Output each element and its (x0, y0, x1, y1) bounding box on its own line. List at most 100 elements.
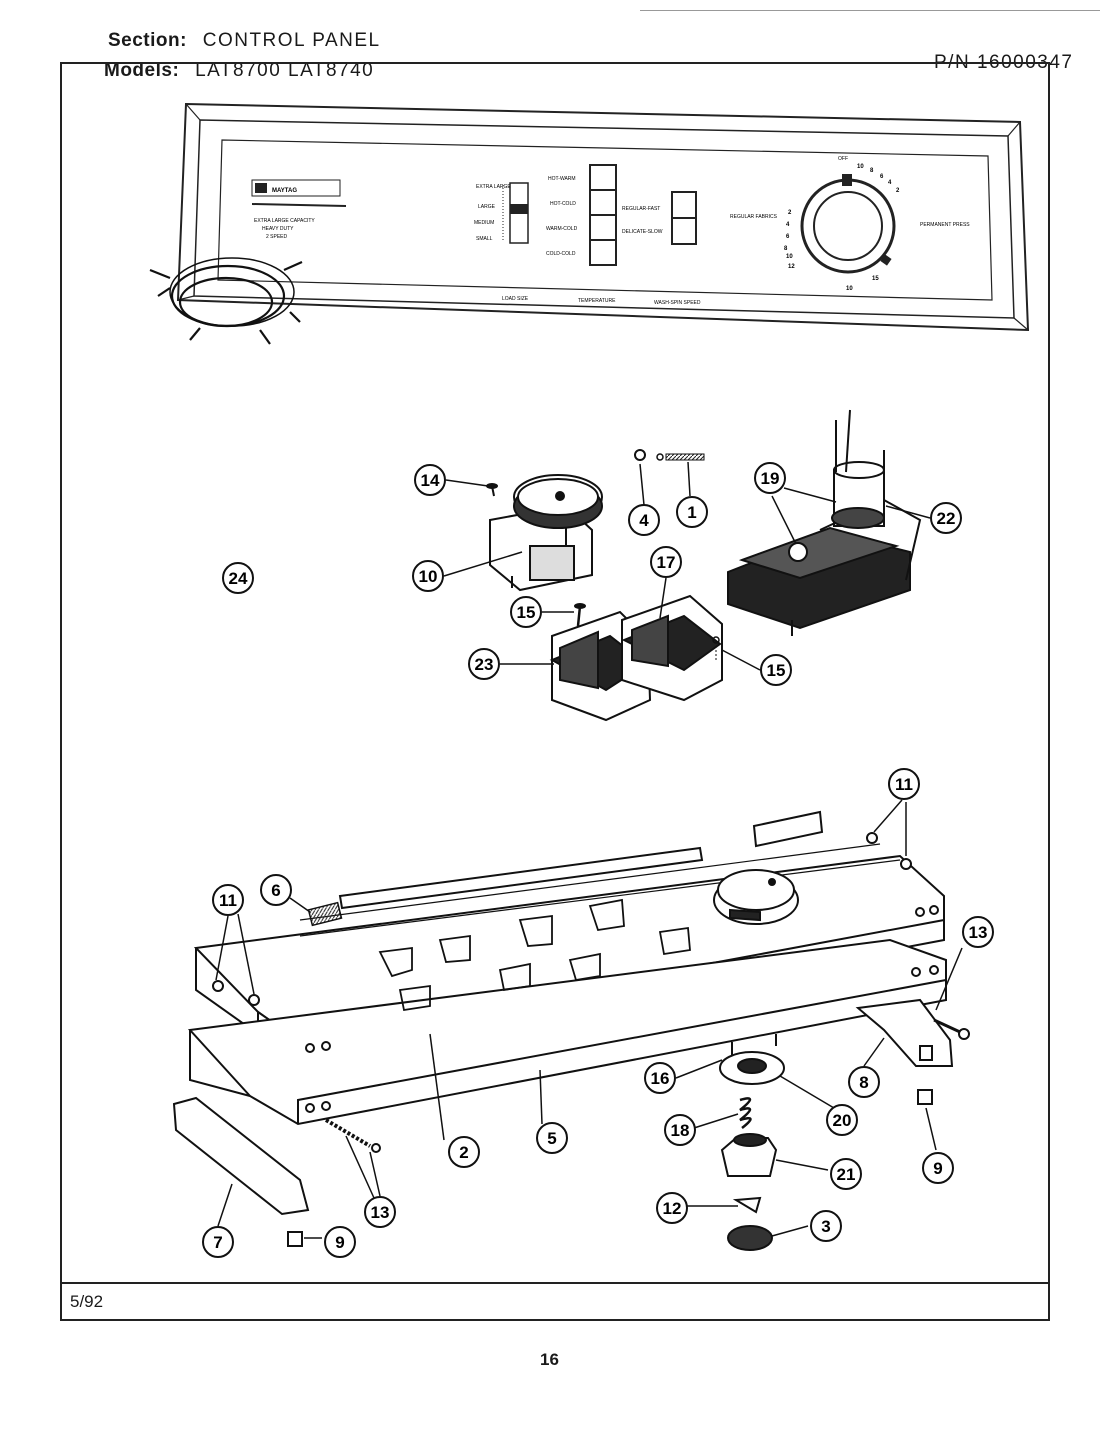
capacity-line-3: 2 SPEED (266, 234, 288, 240)
svg-text:15: 15 (872, 276, 879, 282)
part-7-bracket (172, 1096, 310, 1216)
clip-9-right (917, 1089, 933, 1105)
clip-9-left (287, 1231, 303, 1247)
svg-text:8: 8 (870, 168, 874, 174)
label-temperature: TEMPERATURE (578, 298, 616, 304)
callout-3: 3 (810, 1210, 842, 1242)
dial-mount (713, 869, 799, 925)
svg-text:9: 9 (933, 1159, 942, 1178)
footer-divider (62, 1282, 1048, 1284)
console-frame-part (187, 810, 947, 1126)
svg-text:6: 6 (271, 881, 280, 900)
callout-11a: 11 (212, 884, 244, 916)
callout-4: 4 (628, 504, 660, 536)
callout-14: 14 (414, 464, 446, 496)
frame-brackets (378, 898, 691, 1012)
top-rule (640, 10, 1100, 11)
svg-text:13: 13 (371, 1203, 390, 1222)
callout-18: 18 (664, 1114, 696, 1146)
svg-text:10: 10 (857, 164, 864, 170)
dial-off: OFF (838, 156, 848, 162)
callout-7: 7 (202, 1226, 234, 1258)
callout-5: 5 (536, 1122, 568, 1154)
svg-text:17: 17 (657, 553, 676, 572)
screw-part-15b (712, 636, 720, 660)
svg-text:15: 15 (767, 661, 786, 680)
callout-16: 16 (644, 1062, 676, 1094)
leader-lines (215, 461, 963, 1239)
callout-2: 2 (448, 1136, 480, 1168)
callout-11b: 11 (888, 768, 920, 800)
load-size-small: SMALL (476, 236, 493, 242)
button-bank-17 (621, 594, 723, 702)
callout-17: 17 (650, 546, 682, 578)
load-size-selector (502, 182, 529, 244)
svg-text:11: 11 (219, 891, 237, 910)
console-panel (176, 102, 1030, 332)
dial-numbers: 10 8 6 4 2 2 4 6 8 10 12 15 10 (784, 164, 900, 292)
dial-regular: REGULAR FABRICS (730, 214, 778, 220)
svg-text:16: 16 (651, 1069, 670, 1088)
timer-motor-part (489, 474, 603, 592)
dial-permanent-press: PERMANENT PRESS (920, 222, 970, 228)
screw-part-14 (486, 483, 498, 497)
svg-text:20: 20 (833, 1111, 852, 1130)
section-label: Section: (108, 30, 187, 51)
callout-9a: 9 (922, 1152, 954, 1184)
capacity-line-2: HEAVY DUTY (262, 226, 294, 232)
section-heading: Section: CONTROL PANEL (108, 30, 381, 52)
load-size-large: LARGE (478, 204, 496, 210)
svg-text:6: 6 (786, 234, 790, 240)
callout-15b: 15 (760, 654, 792, 686)
timer-dial (800, 174, 896, 274)
svg-text:2: 2 (459, 1143, 468, 1162)
speed-regular-fast: REGULAR-FAST (622, 206, 660, 212)
svg-text:4: 4 (888, 180, 892, 186)
svg-text:21: 21 (837, 1165, 856, 1184)
svg-text:9: 9 (335, 1233, 344, 1252)
svg-text:10: 10 (846, 286, 853, 292)
svg-text:2: 2 (896, 188, 900, 194)
temp-cold-cold: COLD-COLD (546, 251, 576, 257)
speed-buttons (671, 191, 697, 245)
temp-hot-warm: HOT-WARM (548, 176, 576, 182)
page-number: 16 (540, 1350, 559, 1369)
svg-text:2: 2 (788, 210, 792, 216)
svg-text:1: 1 (687, 503, 696, 522)
svg-text:12: 12 (788, 264, 795, 270)
knob-stack (719, 1034, 785, 1251)
load-size-medium: MEDIUM (474, 220, 494, 226)
callout-9b: 9 (324, 1226, 356, 1258)
models-value: LAT8700 LAT8740 (195, 60, 375, 81)
svg-text:12: 12 (663, 1199, 682, 1218)
callout-13b: 13 (364, 1196, 396, 1228)
models-label: Models: (104, 60, 180, 81)
callout-10: 10 (412, 560, 444, 592)
callout-23: 23 (468, 648, 500, 680)
svg-text:6: 6 (880, 174, 884, 180)
svg-text:7: 7 (213, 1233, 222, 1252)
svg-text:8: 8 (859, 1073, 868, 1092)
svg-text:19: 19 (761, 469, 780, 488)
switch-assembly-part (727, 409, 922, 636)
svg-text:15: 15 (517, 603, 536, 622)
callout-6: 6 (260, 874, 292, 906)
callout-15a: 15 (510, 596, 542, 628)
svg-text:11: 11 (895, 775, 913, 794)
part-13-screw-left (324, 1118, 381, 1153)
part-6-clip (307, 901, 343, 927)
callout-22: 22 (930, 502, 962, 534)
models-heading: Models: LAT8700 LAT8740 (104, 60, 374, 82)
svg-text:13: 13 (969, 923, 988, 942)
svg-text:3: 3 (821, 1217, 830, 1236)
svg-text:4: 4 (786, 222, 790, 228)
callout-20: 20 (826, 1104, 858, 1136)
screw-part-15a (574, 603, 586, 627)
load-size-xl: EXTRA LARGE (476, 184, 511, 190)
part-8-bracket (855, 998, 954, 1067)
speed-delicate-slow: DELICATE-SLOW (622, 229, 663, 235)
svg-text:22: 22 (937, 509, 956, 528)
svg-text:8: 8 (784, 246, 788, 252)
callout-1: 1 (676, 496, 708, 528)
fasteners-11 (212, 832, 912, 1006)
